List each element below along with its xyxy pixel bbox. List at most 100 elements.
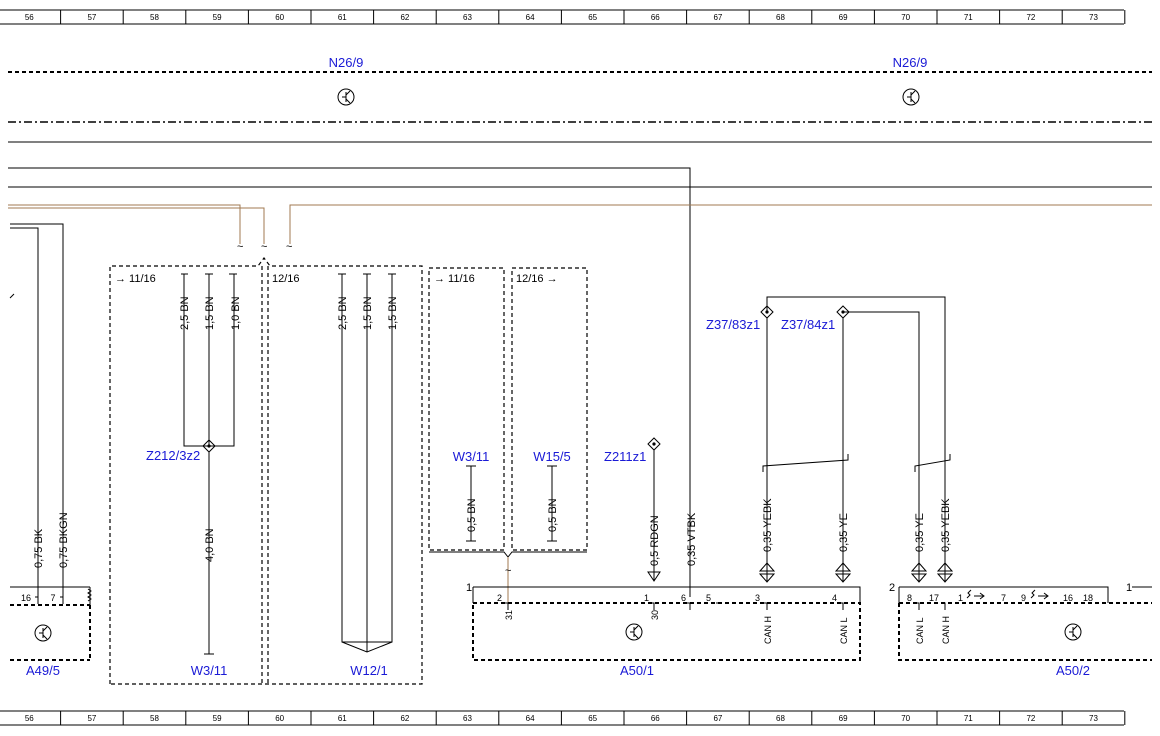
top-scale-tick-label: 65 [588, 13, 597, 22]
svg-text:9: 9 [1021, 593, 1026, 603]
top-scale-tick-label: 67 [713, 13, 722, 22]
svg-text:CAN H: CAN H [941, 616, 951, 644]
frame-label-4: 12/16 → [516, 273, 558, 285]
w3-11-label: W3/11 [191, 663, 228, 678]
bk-wire [10, 227, 39, 597]
svg-text:1,5 BN: 1,5 BN [204, 296, 216, 330]
svg-text:3: 3 [755, 593, 760, 603]
bottom-scale-tick-label: 69 [839, 714, 848, 723]
z37-84-label: Z37/84z1 [781, 317, 835, 332]
svg-text:4,0 BN: 4,0 BN [204, 528, 216, 562]
svg-text:0,35 YEBK: 0,35 YEBK [940, 498, 952, 552]
top-scale-tick-label: 57 [87, 13, 96, 22]
twisted-pair-connector-icon [758, 562, 776, 583]
svg-text:2: 2 [889, 582, 895, 594]
svg-text:17: 17 [929, 593, 939, 603]
bottom-scale-tick-label: 73 [1089, 714, 1098, 723]
svg-text:16: 16 [1063, 593, 1073, 603]
a50-1-box [472, 602, 861, 661]
w3-11-mid-label: W3/11 [453, 449, 490, 464]
bottom-scale-tick-label: 71 [964, 714, 973, 723]
top-scale-tick-label: 71 [964, 13, 973, 22]
top-scale-tick-label: 73 [1089, 13, 1098, 22]
top-scale-tick-label: 58 [150, 13, 159, 22]
bottom-scale-tick-label: 58 [150, 714, 159, 723]
svg-text:7: 7 [1001, 593, 1006, 603]
top-scale-tick-label: 63 [463, 13, 472, 22]
a50-2-label: A50/2 [1056, 663, 1090, 678]
svg-text:0,5 BN: 0,5 BN [547, 498, 559, 532]
bottom-scale-tick-label: 70 [901, 714, 910, 723]
svg-text:1: 1 [466, 582, 472, 594]
bottom-scale-tick-label: 59 [213, 714, 222, 723]
svg-text:CAN L: CAN L [915, 617, 925, 644]
top-scale-tick-label: 61 [338, 13, 347, 22]
svg-text:0,5 RDGN: 0,5 RDGN [649, 515, 661, 566]
bottom-scale-tick-label: 68 [776, 714, 785, 723]
bottom-scale-tick-label: 67 [713, 714, 722, 723]
svg-text:1,5 BN: 1,5 BN [387, 296, 399, 330]
svg-text:2: 2 [497, 593, 502, 603]
bottom-scale-tick-label: 65 [588, 714, 597, 723]
frame-ground-points [109, 257, 423, 685]
brown-wire-3 [289, 204, 1152, 244]
frame-label-3: → 11/16 [434, 273, 475, 285]
twisted-pair-connector-icon [936, 562, 954, 583]
svg-text:16: 16 [21, 593, 31, 603]
svg-text:6: 6 [681, 593, 686, 603]
splice-icon [647, 437, 661, 451]
ecu-icon [902, 88, 920, 106]
frame-label-2: 12/16 [272, 273, 300, 285]
bottom-scale-tick-label: 62 [400, 714, 409, 723]
top-scale-tick-label: 68 [776, 13, 785, 22]
a50-1-label: A50/1 [620, 663, 654, 678]
n26-label-left: N26/9 [329, 55, 364, 70]
ecu-icon [337, 88, 355, 106]
vtbk-wire [8, 167, 691, 597]
top-scale-tick-label: 70 [901, 13, 910, 22]
svg-text:2,5 BN: 2,5 BN [337, 296, 349, 330]
svg-text:0,35 YEBK: 0,35 YEBK [762, 498, 774, 552]
bottom-scale-tick-label: 72 [1026, 714, 1035, 723]
frame-w3 [428, 267, 505, 551]
wire-label-bk: 0,75 BK [33, 528, 45, 568]
top-scale-tick-label: 69 [839, 13, 848, 22]
top-scale-tick-label: 64 [526, 13, 535, 22]
break-mark: ~ [505, 565, 511, 577]
frame-label-1: → 11/16 [115, 273, 156, 285]
bottom-scale-tick-label: 56 [25, 714, 34, 723]
svg-text:1,0 BN: 1,0 BN [230, 296, 242, 330]
svg-text:1: 1 [644, 593, 649, 603]
svg-text:0,35 YE: 0,35 YE [914, 513, 926, 552]
twisted-pair-connector-icon [834, 562, 852, 583]
top-scale-tick-label: 66 [651, 13, 660, 22]
break-mark: ~ [237, 241, 243, 253]
brown-wire-1 [8, 204, 241, 244]
svg-text:1: 1 [1126, 582, 1132, 594]
z212-label: Z212/3z2 [146, 448, 200, 463]
top-scale-tick-label: 59 [213, 13, 222, 22]
bkgn-wire [10, 223, 64, 597]
ecu-icon [625, 623, 643, 641]
w15-5-label: W15/5 [533, 449, 571, 464]
svg-text:0,5 BN: 0,5 BN [466, 498, 478, 532]
svg-text:18: 18 [1083, 593, 1093, 603]
connector-arrows [647, 562, 954, 597]
twisted-pair-connector-icon [910, 562, 928, 583]
top-scale-tick-label: 60 [275, 13, 284, 22]
brown-wire-2 [8, 207, 265, 244]
svg-text:CAN H: CAN H [763, 616, 773, 644]
a50-2-box [898, 602, 1152, 661]
top-scale-tick-label: 62 [400, 13, 409, 22]
top-scale-tick-label: 72 [1026, 13, 1035, 22]
svg-text:1: 1 [958, 593, 963, 603]
svg-text:5: 5 [706, 593, 711, 603]
svg-text:7: 7 [50, 593, 55, 603]
svg-text:30: 30 [650, 610, 660, 620]
z37-83-label: Z37/83z1 [706, 317, 760, 332]
ecu-icon [34, 624, 52, 642]
svg-text:4: 4 [832, 593, 837, 603]
